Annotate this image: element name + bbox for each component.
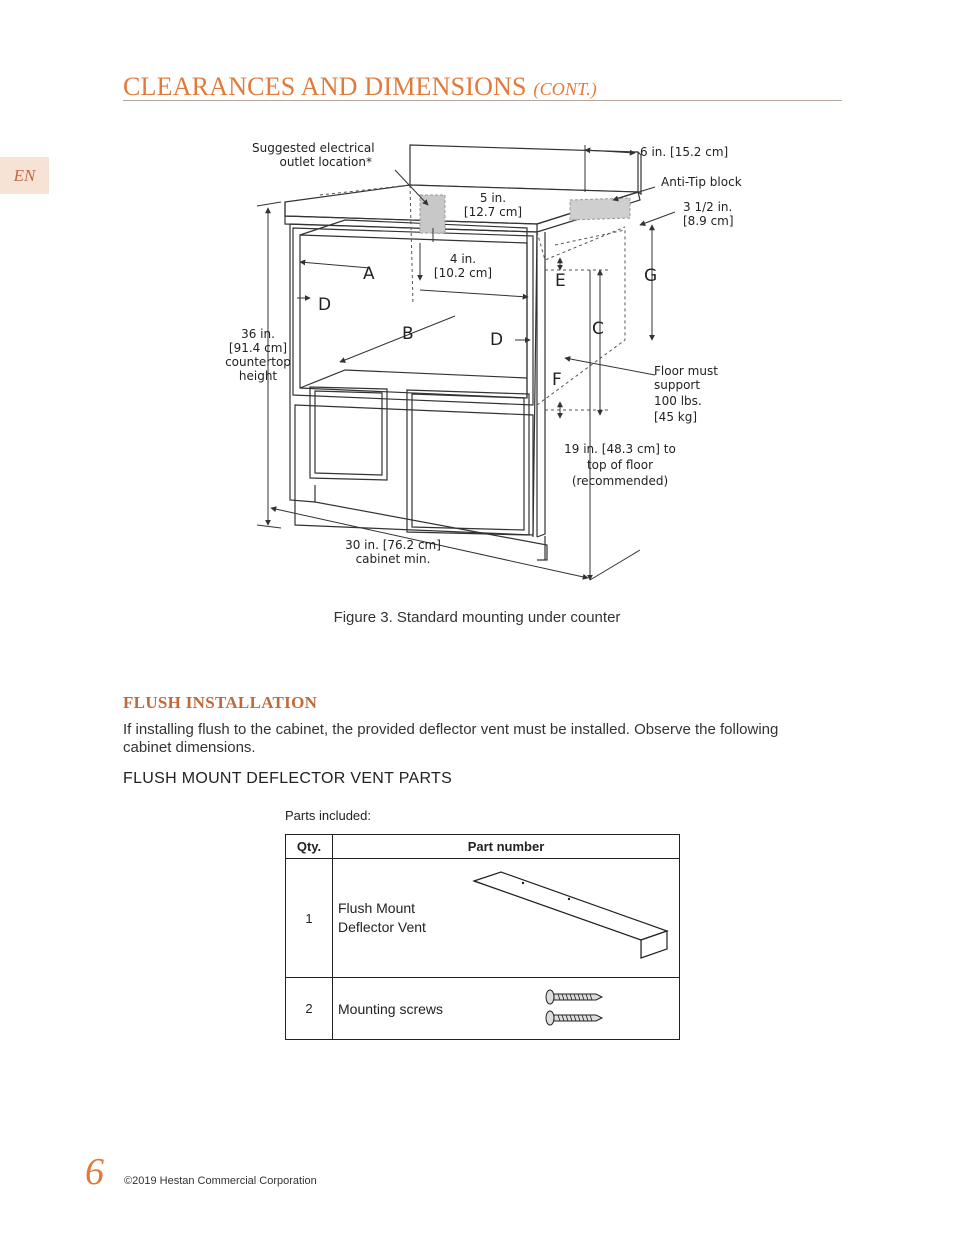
table-header-row: Qty. Part number [286,835,679,859]
part-name-line2: Deflector Vent [338,919,426,935]
deflector-vent-icon [472,871,669,959]
label-nineteen-line1: 19 in. [48.3 cm] to [564,442,676,456]
label-outlet-line2: outlet location* [279,155,372,169]
label-height-line4: height [238,369,278,383]
label-thirty-line1: 30 in. [76.2 cm] [345,538,441,552]
label-floor-line2: support [654,378,701,392]
header-part-number: Part number [467,839,545,854]
row-qty: 2 [305,1001,313,1016]
page-title-suffix: (CONT.) [533,79,597,99]
label-three-half-line1: 3 1/2 in. [683,200,733,214]
letter-g: G [644,266,658,286]
page-title: CLEARANCES AND DIMENSIONS (CONT.) [123,72,597,102]
label-outlet: Suggested electrical outlet location* [252,141,375,169]
label-height-line3: countertop [225,355,291,369]
cabinet-figure: Suggested electrical outlet location* 6 … [215,140,755,590]
table-row: 1 Flush Mount Deflector Vent [286,859,679,978]
screw-icon [545,989,604,1026]
label-five-in-line2: [12.7 cm] [463,205,523,219]
letter-d-left: D [318,295,332,315]
label-floor-line3: 100 lbs. [654,394,702,408]
column-divider [332,859,333,977]
cabinet-drawing [256,144,676,581]
sub-heading-parts: FLUSH MOUNT DEFLECTOR VENT PARTS [123,770,453,787]
label-thirty-in: 30 in. [76.2 cm] cabinet min. [340,538,446,566]
parts-included-label: Parts included: [285,808,371,823]
letter-a: A [363,264,375,284]
letter-d-right: D [490,330,504,350]
part-name-line1: Flush Mount [338,900,416,916]
label-outlet-line1: Suggested electrical [252,141,375,155]
row-qty: 1 [305,910,313,926]
label-thirty-line2: cabinet min. [355,552,431,566]
label-four-in-line1: 4 in. [449,252,477,266]
label-countertop-height: 36 in. [91.4 cm] countertop height [221,327,295,383]
label-floor-support: Floor must support 100 lbs. [45 kg] [654,364,718,424]
label-three-half: 3 1/2 in. [8.9 cm] [683,200,734,228]
label-floor-line4: [45 kg] [654,410,698,424]
label-nineteen-line3: (recommended) [571,474,669,488]
page-number: 6 [85,1151,104,1193]
page-title-main: CLEARANCES AND DIMENSIONS [123,72,527,101]
label-four-in-line2: [10.2 cm] [433,266,493,280]
row-part-name: Mounting screws [338,1000,444,1017]
title-rule [123,100,842,101]
parts-table: Qty. Part number 1 Flush Mount Deflector… [285,834,680,1040]
label-height-line2: [91.4 cm] [228,341,288,355]
label-anti-tip: Anti-Tip block [661,175,742,189]
label-five-in-line1: 5 in. [479,191,507,205]
figure-caption: Figure 3. Standard mounting under counte… [333,609,621,626]
label-six-in: 6 in. [15.2 cm] [640,145,729,159]
language-tab: EN [0,157,49,194]
letter-c: C [592,319,604,339]
label-four-in: 4 in. [10.2 cm] [430,252,496,280]
letter-b: B [402,324,414,344]
label-nineteen-in: 19 in. [48.3 cm] to top of floor (recomm… [560,442,680,488]
section-heading-flush-installation: FLUSH INSTALLATION [123,693,318,712]
flush-body-text: If installing flush to the cabinet, the … [123,721,779,756]
label-height-line1: 36 in. [241,327,275,341]
table-row: 2 Mounting screws [286,978,679,1039]
row-part-name: Flush Mount Deflector Vent [338,859,478,977]
label-five-in: 5 in. [12.7 cm] [460,191,526,219]
column-divider [332,835,333,858]
copyright-text: ©2019 Hestan Commercial Corporation [124,1175,317,1187]
label-nineteen-line2: top of floor [586,458,654,472]
letter-f: F [552,370,562,390]
header-qty: Qty. [296,839,322,854]
label-floor-line1: Floor must [654,364,718,378]
label-three-half-line2: [8.9 cm] [683,214,734,228]
letter-e: E [555,271,566,291]
column-divider [332,978,333,1039]
